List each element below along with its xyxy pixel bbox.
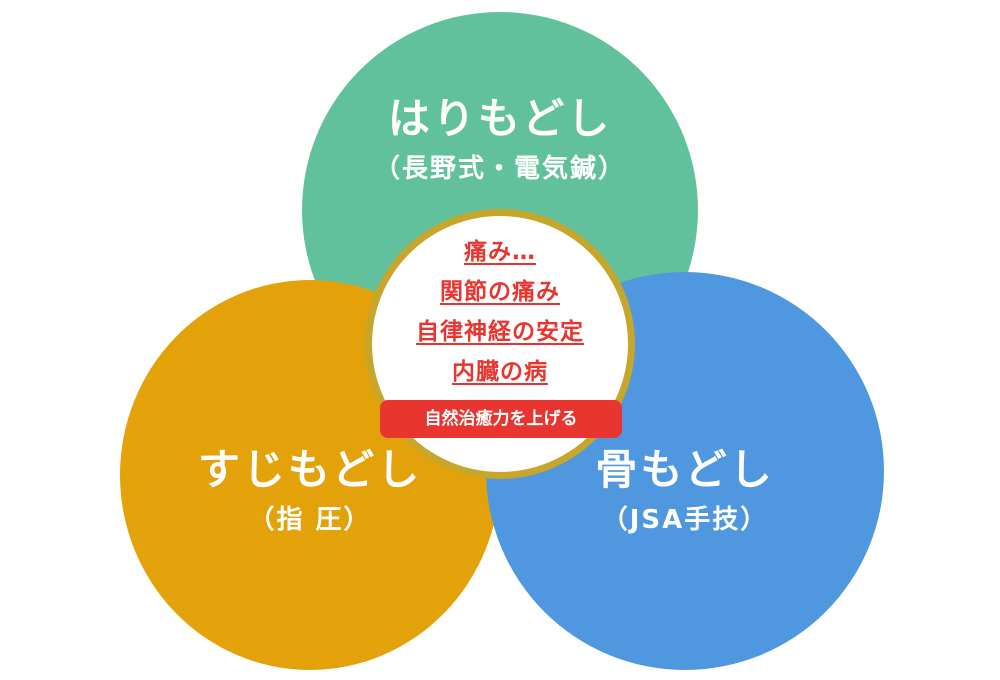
center-benefits-list: 痛み… 関節の痛み 自律神経の安定 内臓の病 <box>360 232 640 392</box>
benefit-item: 関節の痛み <box>440 279 560 305</box>
healing-badge: 自然治癒力を上げる <box>380 400 622 438</box>
circle-subtitle: （JSA手技） <box>601 505 769 536</box>
benefit-item: 痛み… <box>464 239 536 265</box>
circle-title: 骨もどし <box>595 445 775 494</box>
circle-subtitle: （指 圧） <box>248 505 372 536</box>
benefit-item: 内臓の病 <box>452 359 548 385</box>
circle-title: すじもどし <box>197 445 423 494</box>
circle-subtitle: （長野式・電気鍼） <box>373 154 626 185</box>
benefit-item: 自律神経の安定 <box>416 319 584 345</box>
circle-title: はりもどし <box>387 94 613 143</box>
